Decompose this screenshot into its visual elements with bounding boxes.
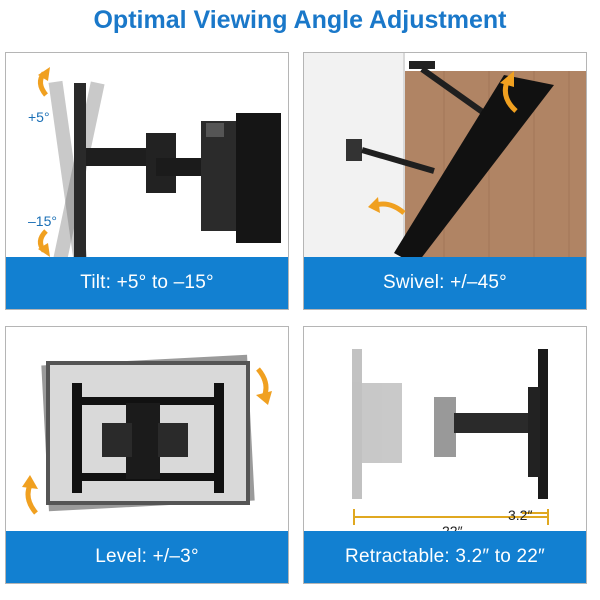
level-illustration bbox=[6, 327, 288, 533]
tilt-up-label: +5° bbox=[28, 109, 50, 125]
level-right-arrow-icon bbox=[256, 367, 269, 398]
tv-screen bbox=[394, 75, 554, 259]
tv-side bbox=[538, 349, 548, 499]
tv-side-profile bbox=[74, 83, 86, 259]
swivel-caption: Swivel: +/–45° bbox=[304, 257, 586, 309]
level-panel: Level: +/–3° bbox=[5, 326, 289, 584]
tilt-panel: +5° –15° Tilt: +5° to –15° bbox=[5, 52, 289, 310]
tilt-down-label: –15° bbox=[28, 213, 57, 229]
swivel-illustration bbox=[304, 53, 586, 259]
retractable-caption: Retractable: 3.2″ to 22″ bbox=[304, 531, 586, 583]
extension-short-label: 3.2″ bbox=[508, 507, 533, 523]
wall-plate bbox=[201, 121, 241, 231]
tilt-illustration: +5° –15° bbox=[6, 53, 288, 259]
swivel-panel: Swivel: +/–45° bbox=[303, 52, 587, 310]
retractable-panel: 22″ 3.2″ Retractable: 3.2″ to 22″ bbox=[303, 326, 587, 584]
page-title: Optimal Viewing Angle Adjustment bbox=[93, 6, 507, 34]
level-left-arrow-icon bbox=[25, 484, 38, 515]
level-caption: Level: +/–3° bbox=[6, 531, 288, 583]
retractable-illustration: 22″ 3.2″ bbox=[304, 327, 586, 539]
tilt-caption: Tilt: +5° to –15° bbox=[6, 257, 288, 309]
